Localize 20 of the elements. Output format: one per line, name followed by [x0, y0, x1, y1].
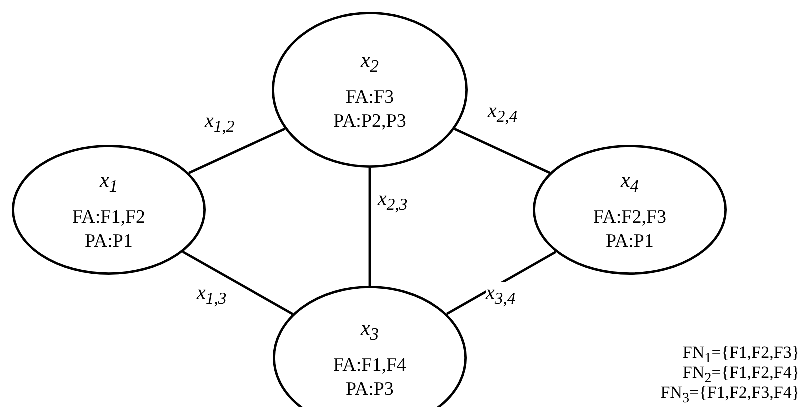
- note-text: FN$_{3}$={F1,F2,F3,F4}: [660, 384, 800, 406]
- variable-name: x$_{4}$: [620, 166, 640, 198]
- attribute-text: FA:F2,F3: [593, 206, 667, 230]
- attribute-text: FA:F1,F4: [333, 354, 407, 378]
- variable-name: x$_{2}$: [360, 46, 380, 78]
- attribute-text: PA:P3: [346, 378, 394, 402]
- attribute-text: PA:P1: [85, 230, 133, 254]
- variable-name: x$_{1}$: [100, 166, 118, 198]
- edge-label: x$_{3,4}$: [486, 282, 516, 308]
- attribute-text: PA:P2,P3: [334, 110, 406, 134]
- attribute-text: FA:F1,F2: [72, 206, 146, 230]
- connector-line: [368, 168, 372, 286]
- attribute-text: FA:F3: [346, 86, 394, 110]
- connector-line: [182, 250, 294, 316]
- connector-line: [454, 128, 551, 174]
- note-text: FN$_{2}$={F1,F2,F4}: [682, 364, 800, 386]
- variable-name: x$_{3}$: [360, 314, 380, 346]
- attribute-text: PA:P1: [606, 230, 654, 254]
- connector-line: [188, 128, 286, 174]
- note-text: FN$_{1}$={F1,F2,F3}: [682, 344, 800, 366]
